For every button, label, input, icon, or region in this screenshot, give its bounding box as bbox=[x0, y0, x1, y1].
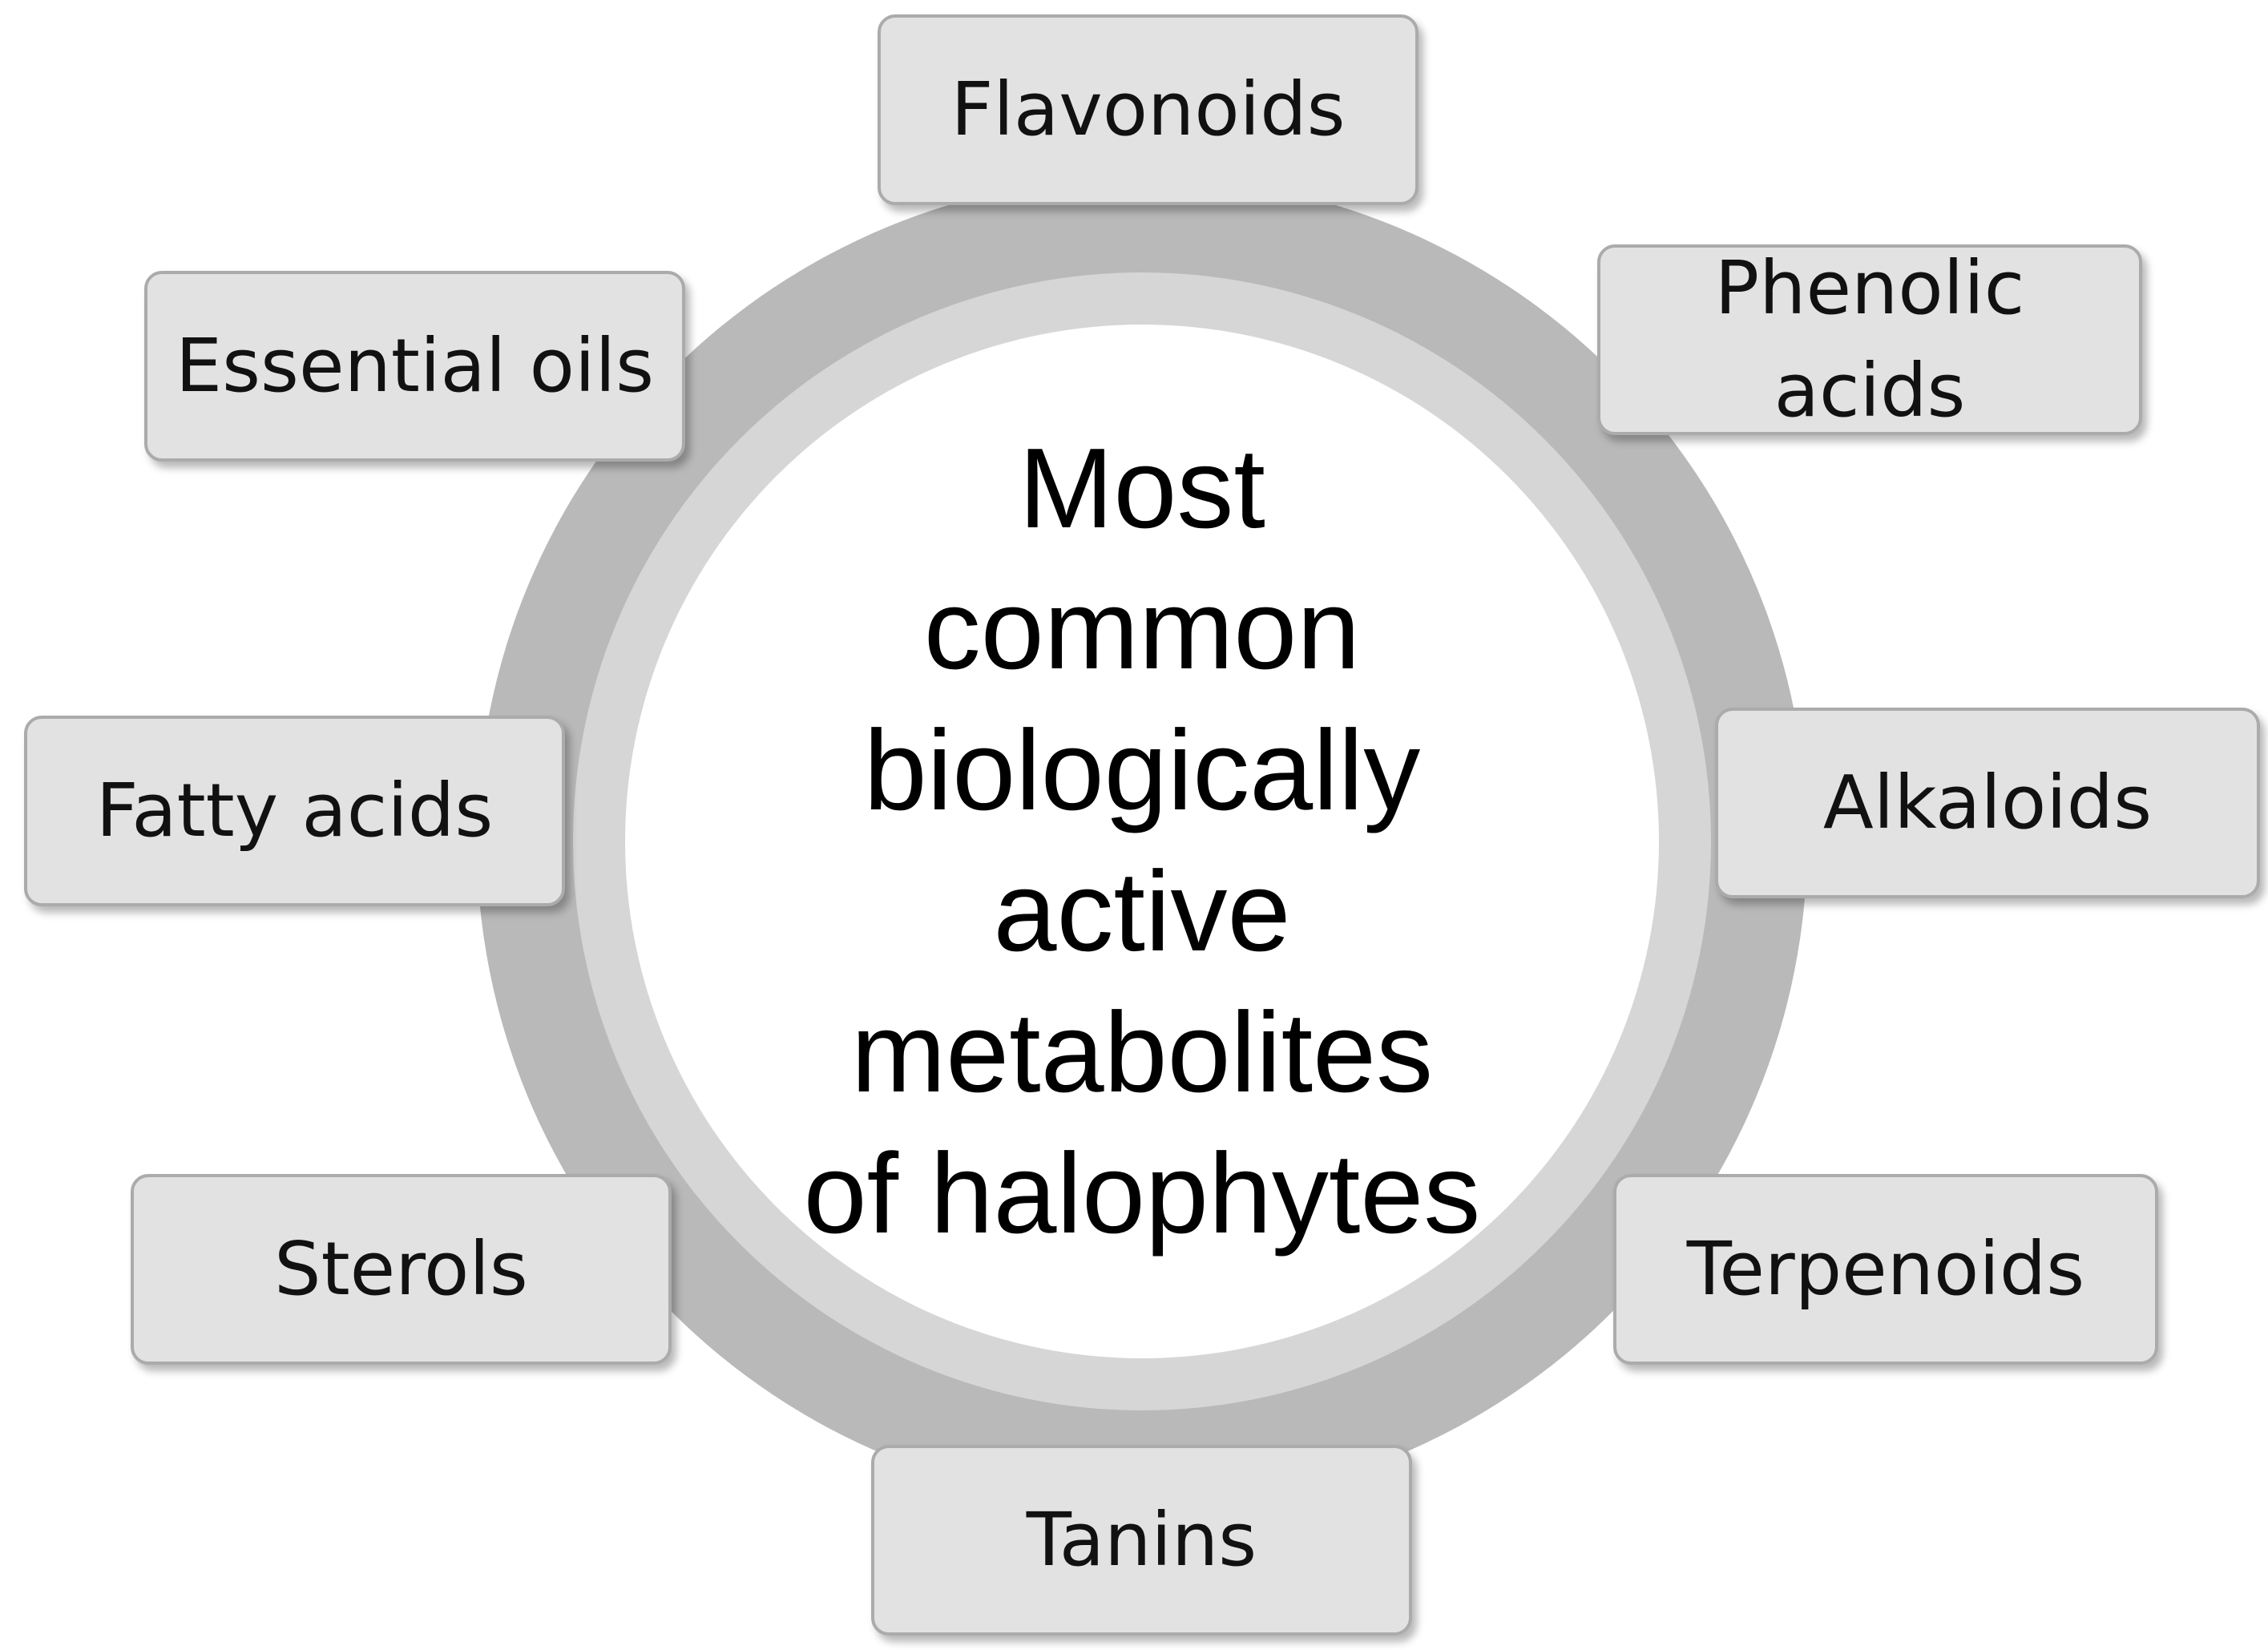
center-title: Most common biologically active metaboli… bbox=[803, 425, 1481, 1257]
node-label: Alkaloids bbox=[1822, 760, 2153, 845]
node-label: Sterols bbox=[274, 1226, 528, 1312]
node-flavonoids: Flavonoids bbox=[878, 14, 1419, 205]
node-label: Tanins bbox=[1026, 1497, 1257, 1583]
node-fatty-acids: Fatty acids bbox=[24, 716, 565, 906]
node-alkaloids: Alkaloids bbox=[1715, 708, 2260, 898]
center-disc: Most common biologically active metaboli… bbox=[625, 325, 1659, 1358]
node-phenolic-acids: Phenolic acids bbox=[1597, 244, 2142, 435]
node-label: Essential oils bbox=[175, 323, 655, 409]
node-label: Flavonoids bbox=[950, 67, 1346, 152]
node-tanins: Tanins bbox=[871, 1445, 1412, 1636]
node-label: Fatty acids bbox=[95, 768, 494, 853]
node-terpenoids: Terpenoids bbox=[1613, 1174, 2158, 1365]
node-label: Phenolic acids bbox=[1714, 245, 2025, 434]
node-sterols: Sterols bbox=[131, 1174, 672, 1365]
node-label: Terpenoids bbox=[1686, 1226, 2085, 1312]
node-essential-oils: Essential oils bbox=[144, 271, 685, 462]
